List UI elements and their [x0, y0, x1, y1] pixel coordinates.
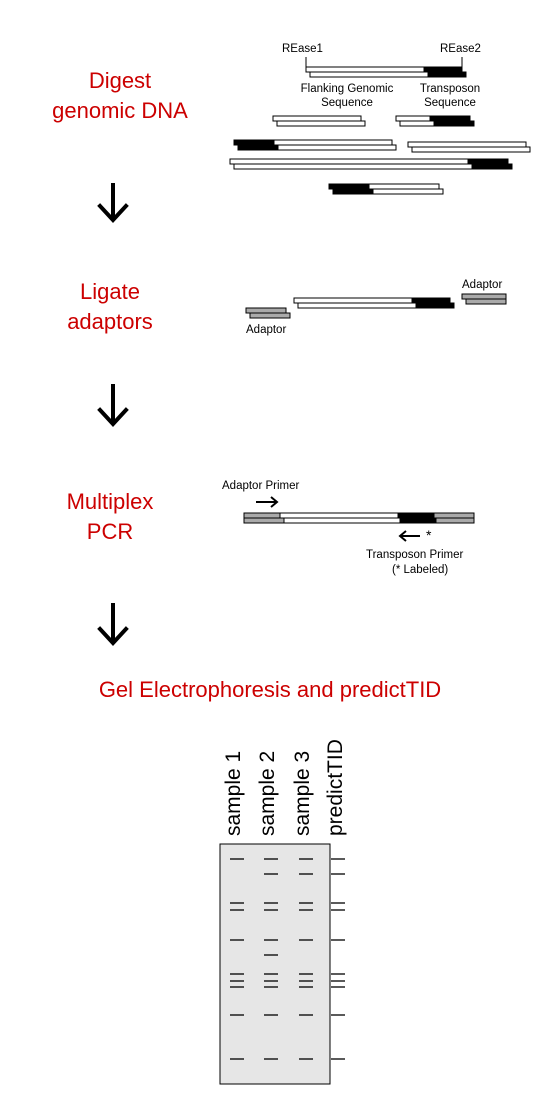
adaptor-left-label: Adaptor: [246, 324, 287, 336]
digest-fragments: [229, 57, 531, 195]
dna-fragment: [407, 141, 531, 153]
rease1-label: REase1: [282, 43, 323, 55]
lane-label: sample 2: [256, 750, 279, 836]
gel-bands: [230, 858, 345, 1060]
down-arrow-icon: [97, 384, 129, 427]
pcr-product: [243, 512, 475, 524]
dna-fragment: [305, 66, 467, 78]
step-gel-title: Gel Electrophoresis and predictTID: [98, 677, 442, 702]
transposon-label: Transposon Sequence: [419, 83, 481, 109]
right-arrow-icon: [256, 496, 279, 508]
step-pcr-line2: PCR: [86, 519, 134, 544]
step-ligate: Ligate adaptors: [20, 277, 200, 337]
labeled-note: (* Labeled): [392, 564, 449, 576]
gel-panel: [219, 843, 331, 1085]
down-arrow-icon: [97, 183, 129, 223]
step-digest: Digest genomic DNA: [20, 66, 220, 126]
transposon-primer-label: Transposon Primer: [366, 549, 464, 561]
step-ligate-line2: adaptors: [67, 309, 153, 334]
dna-fragment: [233, 139, 397, 151]
rease2-label: REase2: [440, 43, 481, 55]
adaptor-primer-label: Adaptor Primer: [222, 480, 300, 492]
adaptor-right: [461, 293, 507, 305]
step-pcr: Multiplex PCR: [20, 487, 200, 547]
dna-fragment: [229, 158, 513, 170]
dna-fragment: [293, 297, 455, 309]
adaptor-left: [245, 307, 291, 319]
step-digest-line2: genomic DNA: [52, 98, 188, 123]
dna-fragment: [272, 115, 366, 127]
lane-label: sample 3: [291, 750, 314, 836]
lane-label: sample 1: [222, 750, 245, 836]
step-digest-line1: Digest: [88, 68, 152, 93]
lane-label: predictTID: [324, 739, 347, 836]
ligate-fragments: [245, 293, 507, 319]
dna-fragment: [328, 183, 444, 195]
left-arrow-icon: [398, 530, 420, 542]
primer-asterisk: *: [426, 527, 432, 543]
dna-fragment: [395, 115, 475, 127]
flanking-label: Flanking Genomic Sequence: [300, 83, 394, 109]
step-pcr-line1: Multiplex: [66, 489, 154, 514]
adaptor-right-label: Adaptor: [462, 279, 503, 291]
down-arrow-icon: [97, 603, 129, 646]
step-ligate-line1: Ligate: [80, 279, 140, 304]
